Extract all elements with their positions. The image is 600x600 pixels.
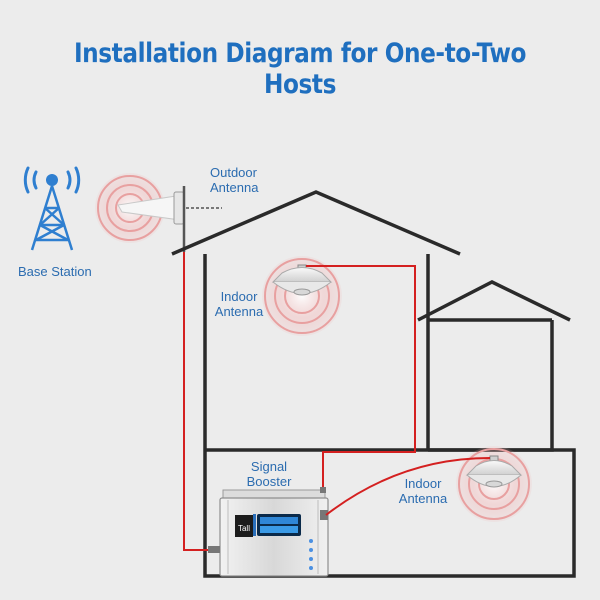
signal-booster-icon: Tall (208, 487, 329, 577)
upper-indoor-antenna-icon (271, 264, 333, 296)
booster-panel-text: Tall (238, 524, 250, 533)
main-house-outline (171, 190, 576, 578)
outdoor-antenna-label: Outdoor Antenna (210, 165, 259, 195)
coax-cables (183, 252, 491, 551)
base-station-label: Base Station (18, 264, 92, 279)
side-house-outline (417, 280, 571, 322)
cable-booster-to-upper-antenna (306, 265, 416, 487)
outdoor-antenna-icon (117, 186, 222, 252)
lower-indoor-antenna-icon (465, 455, 523, 488)
diagram-title: Installation Diagram for One-to-Two Host… (73, 38, 527, 100)
lower-indoor-antenna-label: Indoor Antenna (398, 476, 448, 506)
base-station-tower-icon (23, 166, 81, 251)
cable-booster-to-lower-antenna (325, 457, 491, 516)
upper-indoor-antenna-label: Indoor Antenna (214, 289, 264, 319)
signal-booster-label: Signal Booster (246, 459, 292, 489)
cable-outdoor-to-booster (183, 252, 208, 551)
